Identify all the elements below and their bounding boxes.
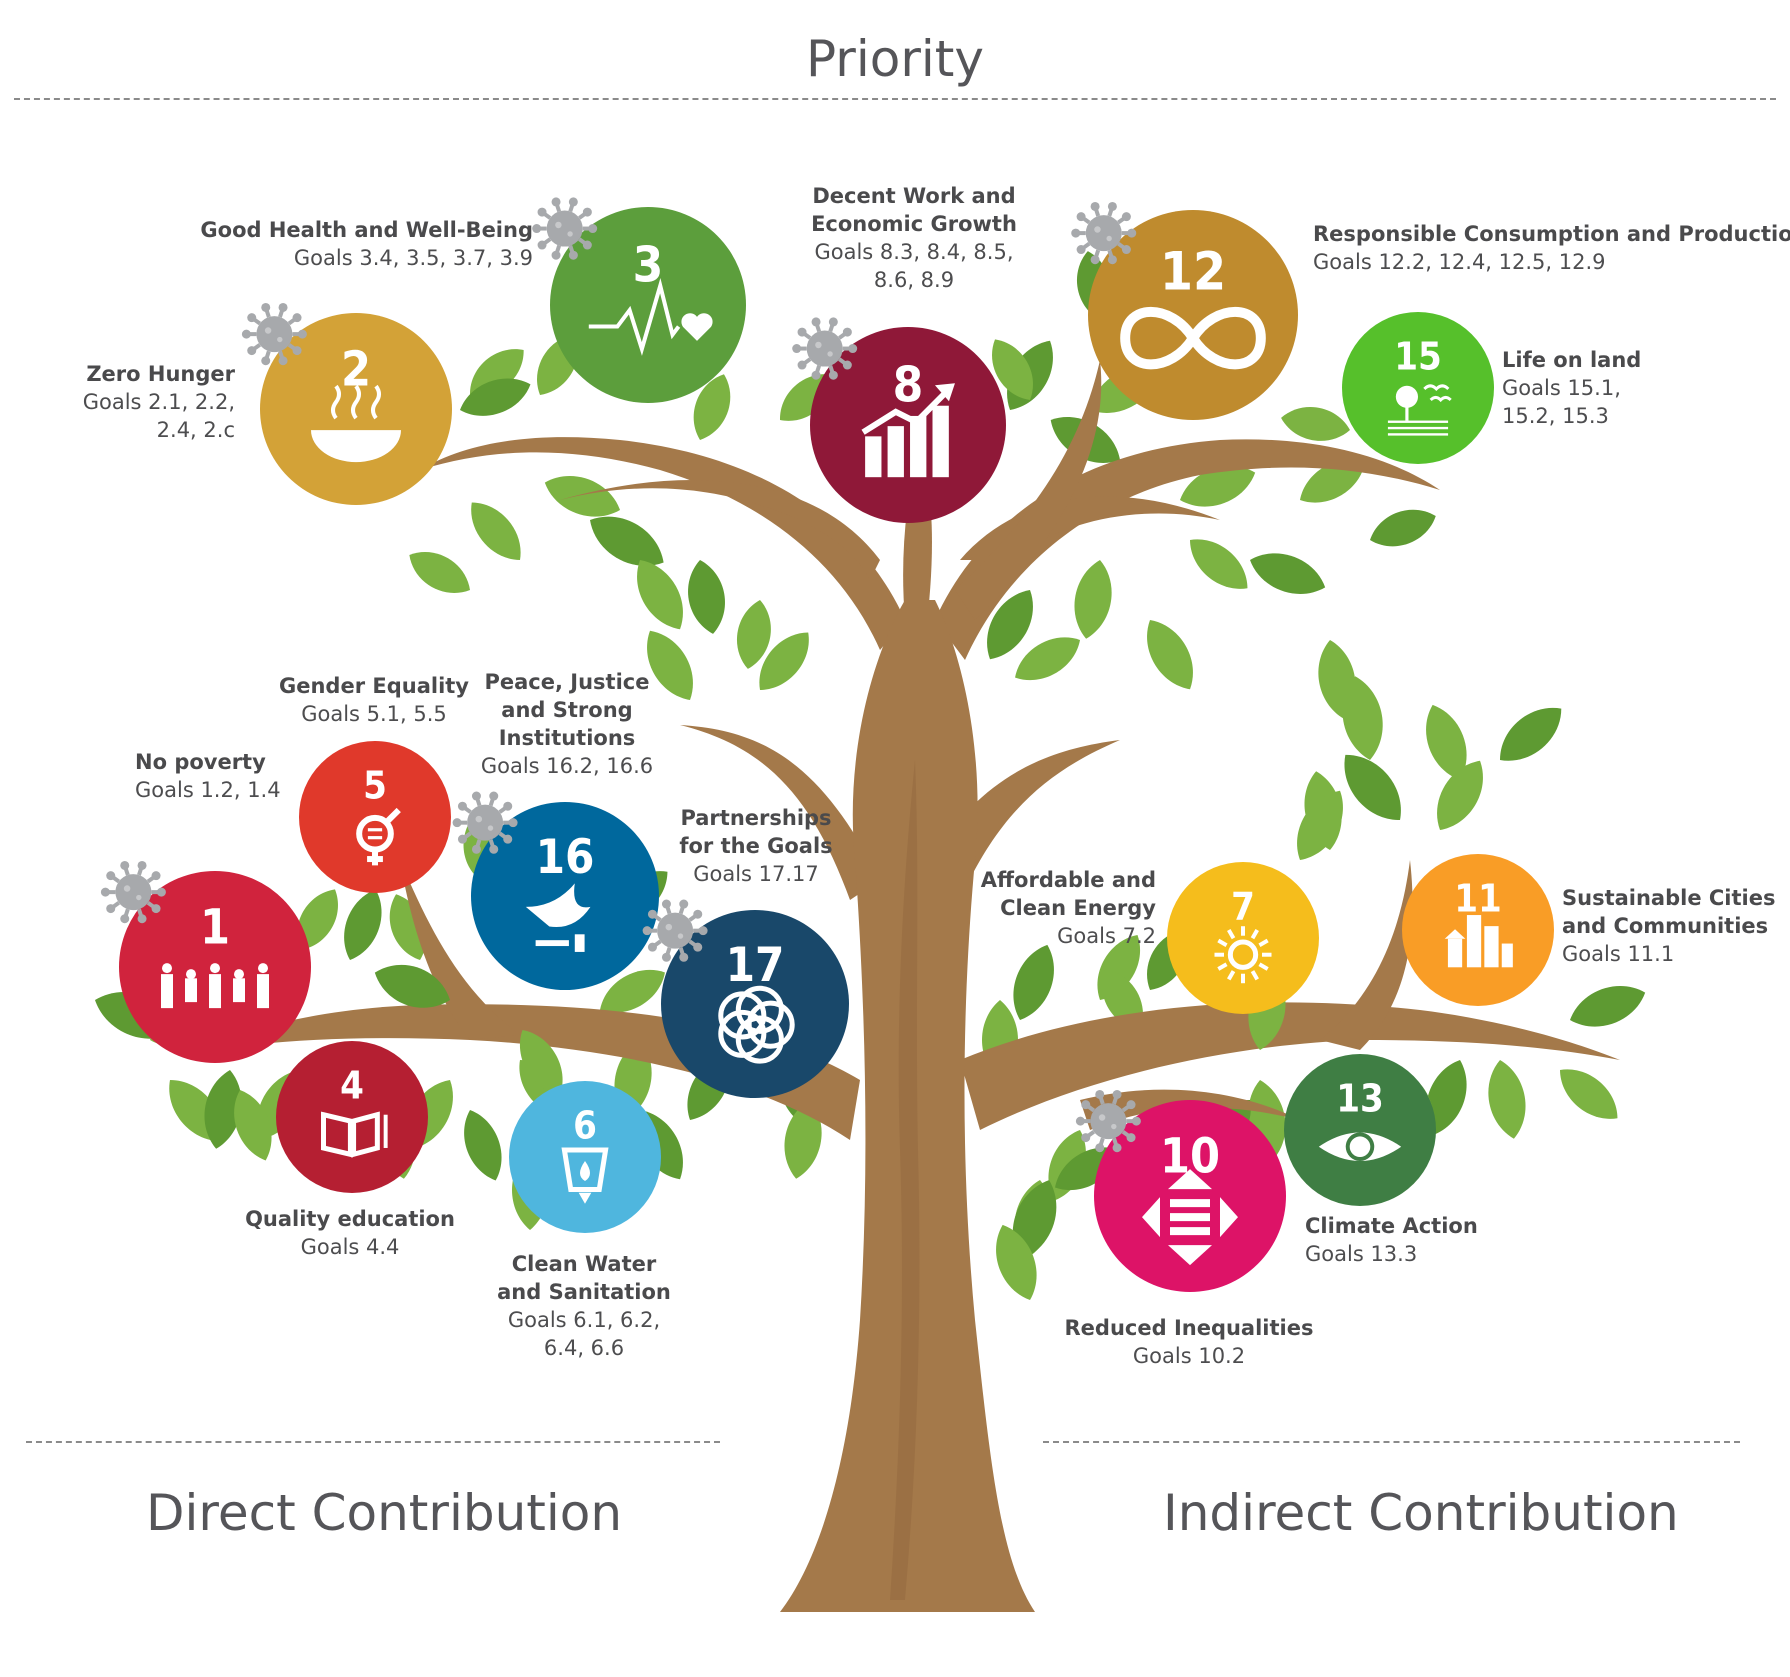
leaf-64 [334,884,391,966]
goal-6-number: 6 [573,1104,597,1148]
leaf-34 [1564,976,1651,1037]
leaf-10 [682,557,730,637]
goal-title-line: Responsible Consumption and Production [1313,220,1790,248]
leaf-18 [1179,527,1258,600]
goal-targets-line: Goals 1.2, 1.4 [135,776,281,804]
goal-targets-line: Goals 11.1 [1562,940,1775,968]
goal-targets-line: Goals 8.3, 8.4, 8.5, [714,238,1114,266]
priority-heading: Priority [0,30,1790,88]
goal-targets-line: 8.6, 8.9 [714,266,1114,294]
goal-title-line: for the Goals [556,832,956,860]
goal-targets-line: 2.4, 2.c [83,416,235,444]
leaf-35 [1549,1057,1628,1130]
leaf-21 [1068,557,1117,642]
goal-targets-line: Goals 6.1, 6.2, [384,1306,784,1334]
goal-13-number: 13 [1336,1077,1384,1121]
leaf-36 [1482,1057,1531,1142]
goal-title-line: No poverty [135,748,281,776]
goal-title-line: and Communities [1562,912,1775,940]
goal-targets-line: Goals 7.2 [981,922,1156,950]
goal-12-number: 12 [1160,242,1226,303]
direct-contribution-heading: Direct Contribution [146,1484,622,1542]
leaf-31 [1488,695,1572,774]
goal-4-number: 4 [340,1064,364,1108]
goal-targets-line: Goals 17.17 [556,860,956,888]
goal-title-line: Partnerships [556,804,956,832]
direct-divider [26,1441,720,1443]
goal-title-line: Climate Action [1305,1212,1478,1240]
goal-11-number: 11 [1454,877,1502,921]
goal-2-circle: 2 [242,303,452,505]
goal-title-line: Reduced Inequalities [989,1314,1389,1342]
goal-17-label: Partnershipsfor the GoalsGoals 17.17 [556,804,956,888]
goal-targets-line: Goals 12.2, 12.4, 12.5, 12.9 [1313,248,1790,276]
leaf-9 [459,492,532,571]
goal-8-number: 8 [893,356,924,413]
leaf-58 [454,1104,511,1186]
goal-title-line: Clean Water [384,1250,784,1278]
goal-7-label: Affordable andClean EnergyGoals 7.2 [981,866,1156,950]
indirect-contribution-heading: Indirect Contribution [1163,1484,1679,1542]
goal-title-line: Clean Energy [981,894,1156,922]
goal-11-circle: 11 [1402,854,1554,1006]
goal-title-line: Institutions [367,724,767,752]
goal-15-number: 15 [1394,335,1442,379]
goal-targets-line: Goals 13.3 [1305,1240,1478,1268]
goal-title-line: Life on land [1502,346,1641,374]
goal-targets-line: Goals 15.1, [1502,374,1641,402]
priority-divider [14,98,1776,100]
leaf-19 [1244,543,1331,604]
goal-title-line: Affordable and [981,866,1156,894]
goal-title-line: Good Health and Well-Being [200,216,533,244]
goal-targets-line: Goals 16.2, 16.6 [367,752,767,780]
leaf-front-12 [1278,402,1353,447]
goal-7-circle: 7 [1167,862,1319,1014]
goal-title-line: Sustainable Cities [1562,884,1775,912]
leaf-23 [1134,611,1205,698]
goal-targets-line: Goals 10.2 [989,1342,1389,1370]
goal-15-circle: 15 [1342,312,1494,464]
goal-8-circle: 8 [792,317,1006,523]
goal-13-label: Climate ActionGoals 13.3 [1305,1212,1478,1268]
goal-title-line: Zero Hunger [83,360,235,388]
leaf-12 [401,541,478,605]
goal-title-line: Peace, Justice [367,668,767,696]
goal-title-line: and Sanitation [384,1278,784,1306]
goal-7-number: 7 [1231,885,1255,929]
indirect-divider [1043,1441,1740,1443]
goal-targets-line: Goals 2.1, 2.2, [83,388,235,416]
goal-title-line: Quality education [150,1205,550,1233]
goal-title-line: Economic Growth [714,210,1114,238]
goal-targets-line: 15.2, 15.3 [1502,402,1641,430]
goal-1-number: 1 [200,900,230,956]
goal-1-label: No povertyGoals 1.2, 1.4 [135,748,281,804]
goal-17-number: 17 [726,938,785,993]
goal-13-circle: 13 [1284,1054,1436,1206]
goal-4-circle: 4 [276,1041,428,1193]
leaf-46 [1003,939,1064,1026]
goal-targets-line: Goals 3.4, 3.5, 3.7, 3.9 [200,244,533,272]
goal-targets-line: 6.4, 6.6 [384,1334,784,1362]
leaf-25 [1364,501,1441,556]
goal-title-line: and Strong [367,696,767,724]
goal-title-line: Decent Work and [714,182,1114,210]
